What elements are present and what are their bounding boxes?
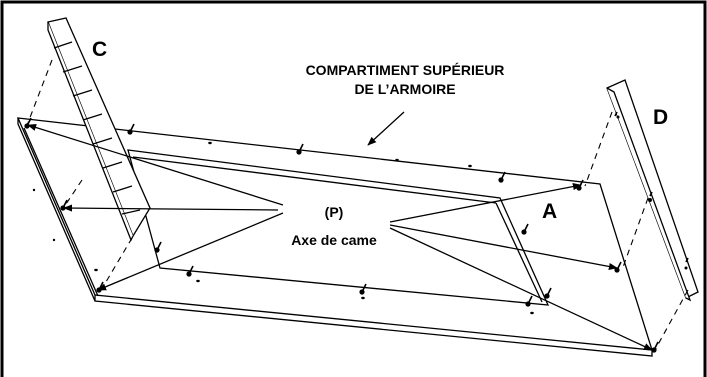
diagram-title-line1: COMPARTIMENT SUPÉRIEUR [306,62,505,78]
hardware-code-label: (P) [325,204,344,220]
diagram-title-line2: DE L’ARMOIRE [354,81,455,97]
part-a-label: A [542,200,557,223]
dowel-holes [32,115,688,315]
part-d-panel [606,79,699,302]
alignment-dashes [25,59,689,351]
hardware-name-label: Axe de came [291,232,377,248]
part-c-label: C [92,38,107,61]
pointer-arrows [27,111,653,351]
part-d-label: D [653,106,668,129]
